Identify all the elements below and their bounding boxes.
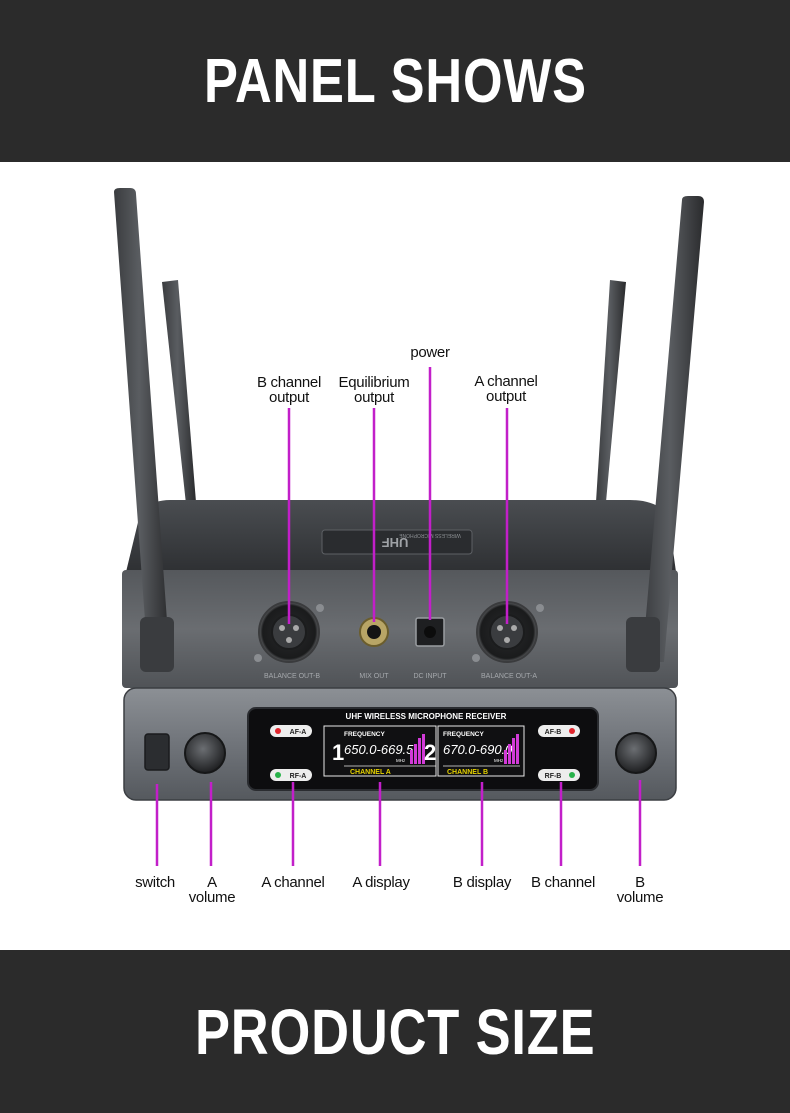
screw-icon xyxy=(472,654,480,662)
receiver-back-panel xyxy=(122,570,678,688)
button-rf-a-label: RF-A xyxy=(290,773,307,780)
label-out-a: BALANCE OUT-A xyxy=(481,673,537,680)
power-switch[interactable] xyxy=(144,733,170,771)
lcd-a-heading: FREQUENCY xyxy=(344,731,385,738)
top-label-plate xyxy=(321,529,473,555)
lcd-a-frequency: 650.0-669.5 xyxy=(344,742,414,757)
led-rf-a xyxy=(275,772,281,778)
led-rf-b xyxy=(569,772,575,778)
lcd-b-signal-meter xyxy=(504,734,519,764)
top-label-uhf: UHF xyxy=(382,535,409,550)
lcd-a: 1 FREQUENCY 650.0-669.5 MHz CHANNEL A xyxy=(323,725,437,777)
label-switch: switch xyxy=(135,874,175,891)
label-power: power xyxy=(410,344,450,361)
screw-icon xyxy=(254,654,262,662)
antenna-back-left xyxy=(162,280,196,504)
antenna-right-base xyxy=(626,617,660,672)
label-b-volume: B volume xyxy=(616,874,664,906)
bottom-banner: PRODUCT SIZE xyxy=(0,950,790,1113)
lcd-a-number: 1 xyxy=(332,740,344,765)
mix-out-jack-hole xyxy=(367,625,381,639)
label-equilibrium-output: Equilibrium output xyxy=(338,374,410,406)
led-af-b xyxy=(569,728,575,734)
button-rf-b[interactable] xyxy=(538,769,580,781)
lcd-b-number: 2 xyxy=(424,740,436,765)
top-banner: PANEL SHOWS xyxy=(0,0,790,162)
button-af-a[interactable] xyxy=(270,725,312,737)
product-stage: UHF WIRELESS MICROPHONE BALANCE OUT-B MI… xyxy=(0,162,790,950)
button-rf-a[interactable] xyxy=(270,769,312,781)
front-title: UHF WIRELESS MICROPHONE RECEIVER xyxy=(346,712,507,721)
antenna-front-left xyxy=(114,188,170,662)
screw-icon xyxy=(536,604,544,612)
callout-lines-bottom xyxy=(155,780,642,866)
led-af-a xyxy=(275,728,281,734)
lcd-a-unit: MHz xyxy=(396,758,406,763)
receiver-illustration: UHF WIRELESS MICROPHONE BALANCE OUT-B MI… xyxy=(114,188,704,866)
antenna-left-base xyxy=(140,617,174,672)
label-a-display: A display xyxy=(352,874,410,891)
button-af-b[interactable] xyxy=(538,725,580,737)
button-af-a-label: AF-A xyxy=(290,729,307,736)
label-mix-out: MIX OUT xyxy=(359,673,389,680)
volume-knob-b[interactable] xyxy=(615,732,657,774)
antenna-back-right xyxy=(596,280,626,502)
callout-lines-top xyxy=(287,367,509,624)
lcd-b-frequency: 670.0-690.0 xyxy=(443,742,513,757)
label-a-volume: A volume xyxy=(188,874,236,906)
label-b-channel: B channel xyxy=(530,874,596,891)
lcd-b-heading: FREQUENCY xyxy=(443,731,484,738)
button-af-b-label: AF-B xyxy=(545,729,562,736)
lcd-a-channel: CHANNEL A xyxy=(350,769,391,776)
label-dc-input: DC INPUT xyxy=(413,673,447,680)
section-title-panel-shows: PANEL SHOWS xyxy=(203,46,587,116)
volume-knob-a[interactable] xyxy=(184,732,226,774)
antenna-front-right xyxy=(642,196,704,662)
label-out-b: BALANCE OUT-B xyxy=(264,673,320,680)
screw-icon xyxy=(316,604,324,612)
label-b-channel-output: B channel output xyxy=(256,374,322,406)
label-a-channel: A channel xyxy=(261,874,325,891)
label-a-channel-output: A channel output xyxy=(474,373,538,405)
lcd-b: 2 FREQUENCY 670.0-690.0 MHz CHANNEL B xyxy=(424,725,525,777)
section-title-product-size: PRODUCT SIZE xyxy=(194,995,596,1068)
lcd-a-signal-meter xyxy=(410,734,425,764)
button-rf-b-label: RF-B xyxy=(545,773,562,780)
lcd-b-unit: MHz xyxy=(494,758,504,763)
label-b-display: B display xyxy=(452,874,512,891)
lcd-b-channel: CHANNEL B xyxy=(447,769,488,776)
